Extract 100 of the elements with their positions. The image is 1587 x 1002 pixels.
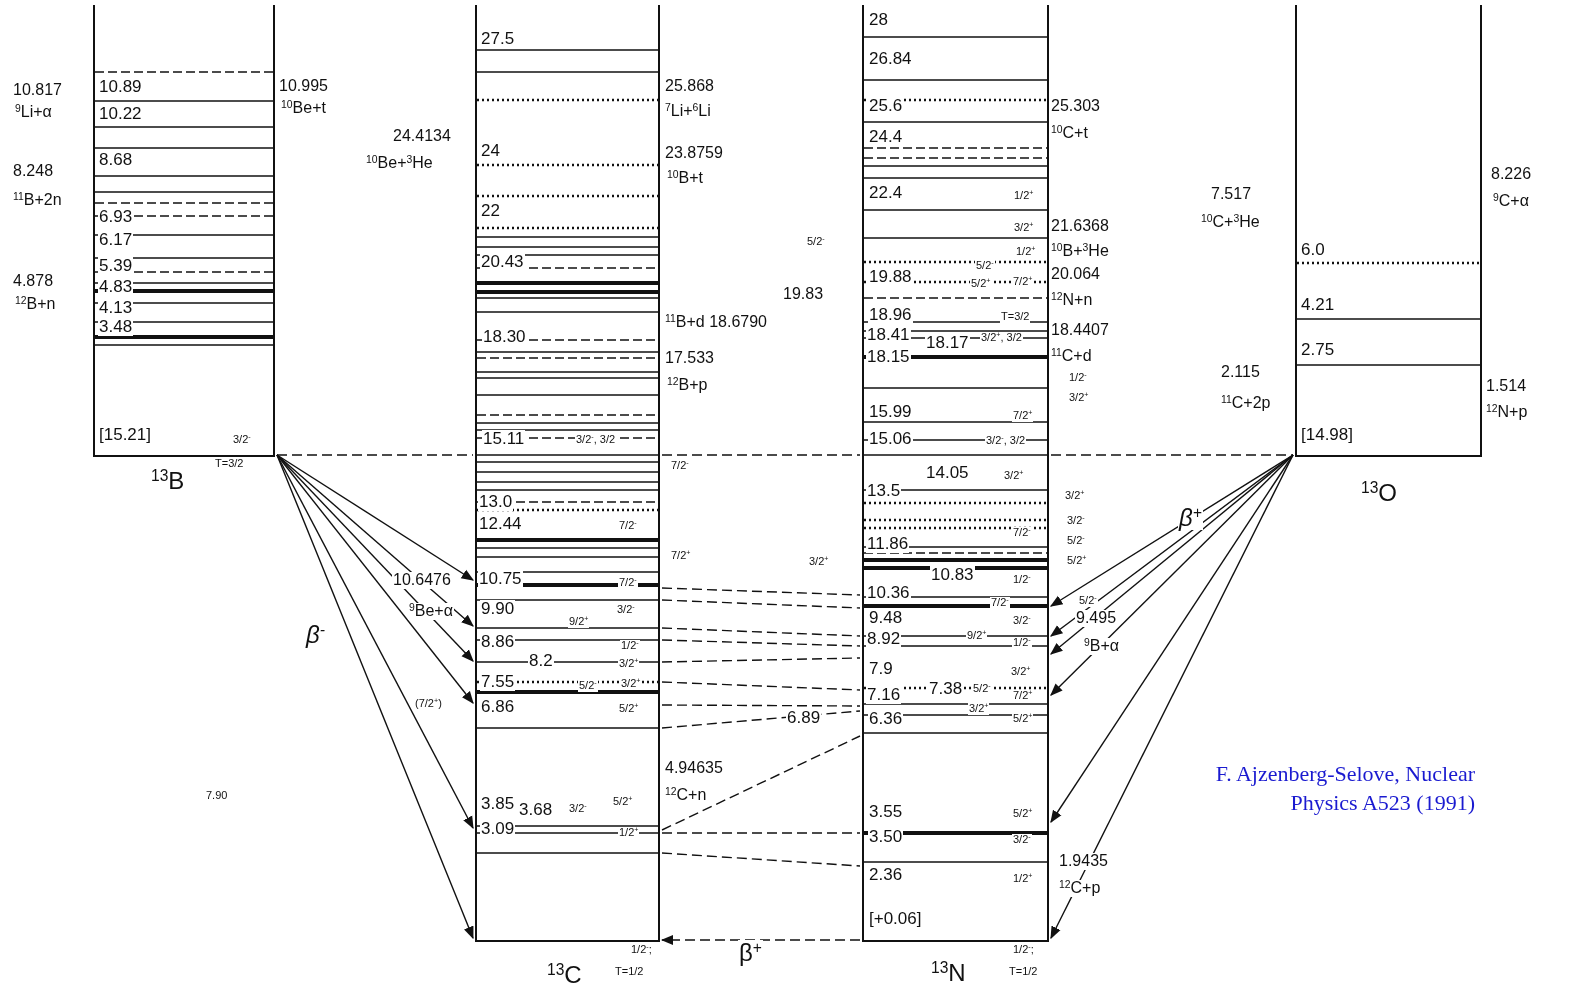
threshold-label: $^{12}$N+p bbox=[1485, 404, 1529, 421]
spin-label: 5/2$^{+}$ bbox=[618, 703, 640, 715]
spin-label: 5/2$^{-}$ bbox=[806, 236, 826, 248]
spin-label: 3/2$^{+}$ bbox=[618, 658, 640, 670]
spin-label: T=1/2 bbox=[1008, 966, 1039, 978]
connector-line bbox=[661, 627, 861, 637]
spin-label: 3/2$^{+}$ bbox=[1068, 392, 1090, 404]
spin-label: 3/2$^{-}$ bbox=[232, 434, 252, 446]
spin-label: 9/2$^{+}$ bbox=[966, 630, 988, 642]
connector-line bbox=[1050, 454, 1294, 456]
decay-symbol: β$^{-}$ bbox=[305, 622, 326, 648]
energy-value: 8.92 bbox=[866, 630, 902, 648]
energy-value: 20.43 bbox=[480, 253, 525, 271]
spin-label: 3/2$^{-}$ bbox=[568, 803, 588, 815]
spin-label: 3/2$^{+}$ bbox=[1013, 222, 1035, 234]
connector-line bbox=[661, 639, 861, 647]
arrow bbox=[276, 454, 474, 704]
citation-caption: F. Ajzenberg-Selove, Nuclear Physics A523 (1991) bbox=[1214, 760, 1475, 817]
spin-label: 1/2$^{-}$ bbox=[1012, 574, 1032, 586]
connector-line bbox=[276, 454, 474, 456]
arrow bbox=[276, 454, 474, 627]
spin-label: 1/2$^{-}$ bbox=[1068, 372, 1088, 384]
energy-value: 7.16 bbox=[866, 686, 902, 704]
connector-line bbox=[661, 657, 861, 663]
spin-label: 1/2$^{-}$ bbox=[1012, 637, 1032, 649]
threshold-label: $^{12}$B+p bbox=[666, 377, 709, 394]
spin-label: T=1/2 bbox=[614, 966, 645, 978]
level-scheme-column bbox=[862, 5, 1049, 942]
spin-label: 3/2$^{-}$ bbox=[1012, 615, 1032, 627]
spin-label: 7/2$^{+}$ bbox=[670, 550, 692, 562]
spin-label: 3/2$^{+}$ bbox=[808, 556, 830, 568]
spin-label: 5/2$^{-}$ bbox=[1078, 595, 1098, 607]
spin-label: 3/2$^{-}$ bbox=[1066, 515, 1086, 527]
connector-line bbox=[661, 735, 861, 831]
spin-label: 7/2$^{+}$ bbox=[1012, 410, 1034, 422]
spin-label: 5/2$^{-}$ bbox=[972, 683, 992, 695]
spin-label: 5/2$^{-}$ bbox=[975, 260, 995, 272]
threshold-label: $^{9}$B+α bbox=[1083, 638, 1121, 655]
edge-label: β$^{+}$ bbox=[738, 940, 763, 966]
spin-label: 1/2$^{+}$ bbox=[1015, 246, 1037, 258]
energy-value: [+0.06] bbox=[868, 910, 923, 928]
arrow bbox=[660, 934, 861, 946]
spin-label: 5/2$^{+}$ bbox=[970, 278, 992, 290]
spin-label: 5/2$^{+}$ bbox=[1012, 808, 1034, 820]
connector-line bbox=[661, 832, 861, 834]
spin-label: 3/2$^{+}$ bbox=[620, 678, 642, 690]
level-scheme-column bbox=[475, 5, 660, 942]
spin-label: 5/2$^{-}$ bbox=[1066, 535, 1086, 547]
decay-symbol: β$^{+}$ bbox=[1178, 505, 1203, 531]
energy-value: 19.88 bbox=[868, 268, 913, 286]
spin-label: 5/2$^{+}$ bbox=[612, 796, 634, 808]
energy-value: [14.98] bbox=[1300, 426, 1354, 444]
energy-value: 10.75 bbox=[478, 570, 523, 588]
energy-value: 3.48 bbox=[98, 318, 134, 336]
arrow bbox=[1050, 454, 1294, 696]
spin-label: 5/2$^{-}$ bbox=[578, 680, 598, 692]
energy-value: 7.90 bbox=[205, 790, 229, 802]
energy-value: 13.0 bbox=[478, 493, 514, 511]
connector-line bbox=[661, 681, 861, 691]
threshold-label: 1.9435 bbox=[1058, 853, 1109, 870]
spin-label: (7/2$^{+}$) bbox=[414, 698, 443, 710]
connector-line bbox=[661, 454, 861, 456]
energy-value: 18.96 bbox=[868, 306, 913, 324]
spin-label: 9/2$^{+}$ bbox=[568, 616, 590, 628]
arrow bbox=[1050, 454, 1294, 940]
arrow bbox=[276, 454, 474, 940]
connector-line bbox=[661, 587, 861, 596]
threshold-label: 10.6476 bbox=[392, 572, 452, 589]
spin-label: 7/2$^{-}$ bbox=[618, 577, 638, 589]
arrow bbox=[1050, 454, 1294, 824]
spin-label: 3/2$^{+}$ bbox=[1064, 490, 1086, 502]
spin-label: 3/2$^{-}$, 3/2 bbox=[575, 434, 617, 446]
spin-label: 3/2$^{+}$ bbox=[968, 703, 990, 715]
energy-value: 7.55 bbox=[480, 673, 516, 691]
spin-label: 1/2$^{-}$ bbox=[620, 640, 640, 652]
spin-label: 7/2$^{+}$ bbox=[1012, 276, 1034, 288]
connector-line bbox=[661, 852, 861, 867]
spin-label: 3/2$^{+}$ bbox=[1003, 470, 1025, 482]
energy-value: 5.39 bbox=[98, 257, 134, 275]
threshold-label: $^{11}$C+2p bbox=[1220, 395, 1272, 412]
energy-value: 11.86 bbox=[866, 535, 910, 553]
level-scheme-column bbox=[1295, 5, 1482, 457]
spin-label: 7/2$^{+}$ bbox=[1012, 690, 1034, 702]
threshold-label: $^{12}$C+p bbox=[1058, 880, 1102, 897]
spin-label: 1/2$^{+}$ bbox=[618, 827, 640, 839]
spin-label: T=3/2 bbox=[1000, 311, 1031, 323]
spin-label: 3/2$^{-}$ bbox=[616, 604, 636, 616]
spin-label: 1/2$^{+}$ bbox=[1013, 190, 1035, 202]
spin-label: 3/2$^{+}$ bbox=[1010, 666, 1032, 678]
connector-line bbox=[661, 704, 861, 707]
level-scheme-column bbox=[93, 5, 275, 457]
threshold-label: $^{9}$Be+α bbox=[408, 603, 454, 620]
spin-label: T=3/2 bbox=[214, 458, 245, 470]
energy-value: 4.83 bbox=[98, 278, 134, 296]
spin-label: 7/2$^{-}$ bbox=[990, 597, 1010, 609]
spin-label: 3/2$^{-}$ bbox=[1012, 834, 1032, 846]
spin-label: 5/2$^{+}$ bbox=[1012, 713, 1034, 725]
spin-label: 7/2$^{-}$ bbox=[618, 520, 638, 532]
arrow bbox=[276, 454, 474, 830]
spin-label: 5/2$^{+}$ bbox=[1066, 555, 1088, 567]
